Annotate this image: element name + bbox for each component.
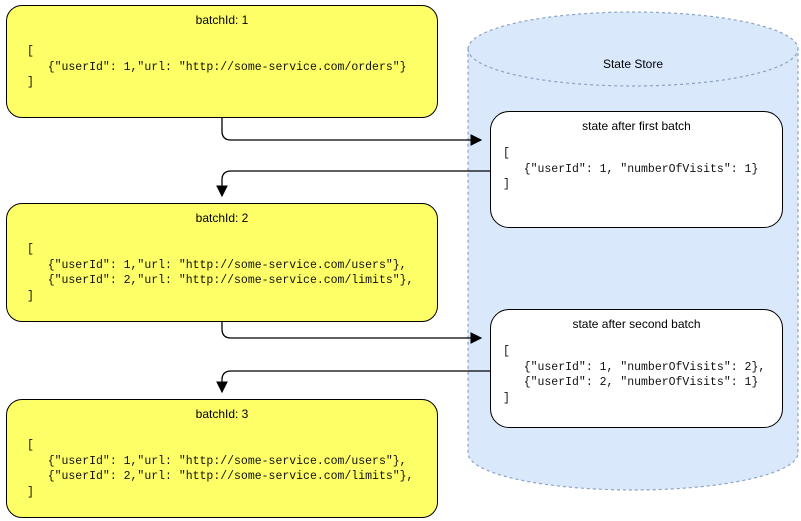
connector-state1-to-batch2: [216, 170, 490, 198]
connector-state2-to-batch3: [216, 370, 490, 394]
batch-3-title: batchId: 3: [195, 407, 249, 421]
state-after-first-batch-node: state after first batch [ {"userId": 1, …: [490, 111, 783, 228]
connector-batch2-to-state2: [221, 322, 483, 344]
batch-3-code: [ {"userId": 1,"url: "http://some-servic…: [27, 439, 414, 499]
batch-2-node: batchId: 2 [ {"userId": 1,"url: "http://…: [6, 203, 438, 322]
batch-3-node: batchId: 3 [ {"userId": 1,"url: "http://…: [6, 399, 438, 518]
state-1-code: [ {"userId": 1, "numberOfVisits": 1} ]: [503, 147, 759, 191]
cylinder-rim: [467, 48, 799, 87]
batch-1-code: [ {"userId": 1,"url: "http://some-servic…: [27, 45, 407, 89]
state-after-second-batch-node: state after second batch [ {"userId": 1,…: [490, 309, 783, 428]
batch-1-node: batchId: 1 [ {"userId": 1,"url: "http://…: [6, 5, 438, 118]
batch-2-code: [ {"userId": 1,"url: "http://some-servic…: [27, 243, 414, 303]
state-1-title: state after first batch: [582, 119, 691, 133]
state-store-label: State Store: [602, 57, 664, 71]
state-2-code: [ {"userId": 1, "numberOfVisits": 2}, {"…: [503, 345, 766, 405]
connector-batch1-to-state1: [221, 118, 483, 146]
batch-2-title: batchId: 2: [195, 211, 249, 225]
state-2-title: state after second batch: [572, 317, 701, 331]
batch-1-title: batchId: 1: [195, 13, 249, 27]
